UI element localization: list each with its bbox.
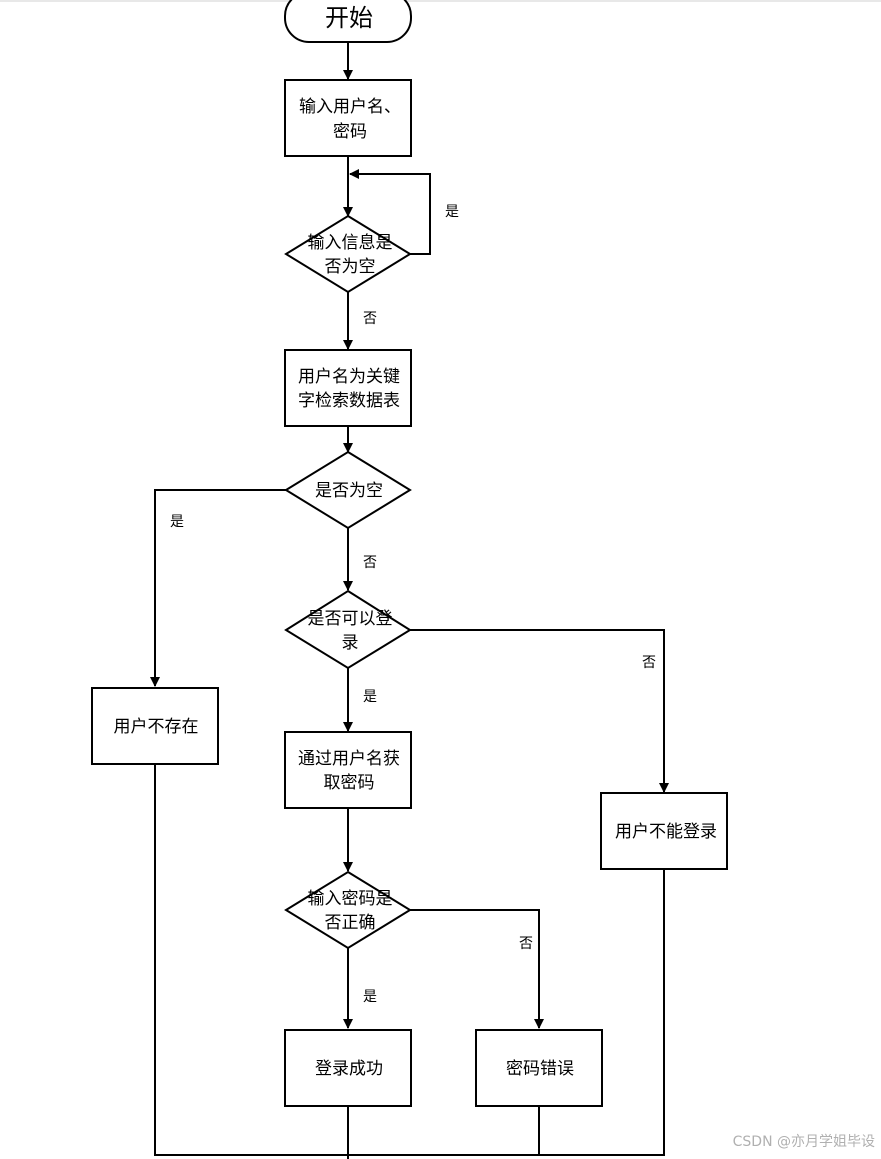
password-correct-line-2: 否正确 xyxy=(325,913,376,933)
check-empty-input-line-1: 输入信息是 xyxy=(308,233,393,253)
result-empty-label: 是否为空 xyxy=(315,481,383,501)
label-password-correct-no: 否 xyxy=(519,936,533,952)
start-terminal-shape xyxy=(284,0,412,43)
start-label: 开始 xyxy=(325,4,373,32)
get-password-box xyxy=(284,731,412,809)
cannot-login-box xyxy=(600,792,728,870)
can-login-line-2: 录 xyxy=(342,633,359,653)
node-can-login: 是否可以登 录 xyxy=(284,589,412,670)
password-correct-diamond xyxy=(284,870,412,950)
node-start: 开始 xyxy=(284,0,412,43)
csdn-watermark: CSDN @亦月学姐毕设 xyxy=(732,1134,875,1150)
cannot-login-label: 用户不能登录 xyxy=(615,822,717,842)
get-password-line-2: 取密码 xyxy=(324,773,375,793)
password-wrong-label: 密码错误 xyxy=(506,1059,574,1079)
search-table-box xyxy=(284,349,412,427)
user-not-exist-box xyxy=(91,687,219,765)
login-success-box xyxy=(284,1029,412,1107)
edge-can-login-no-to-cannot xyxy=(410,629,669,793)
edge-check-yes-loop xyxy=(349,169,431,255)
login-success-label: 登录成功 xyxy=(315,1059,383,1079)
edge-labels: 是 否 是 否 否 是 否 是 xyxy=(170,204,656,1005)
edge-result-yes-to-not-exist xyxy=(150,489,286,687)
edge-password-no-to-wrong xyxy=(410,909,544,1029)
can-login-line-1: 是否可以登 xyxy=(308,609,393,629)
node-search-table: 用户名为关键 字检索数据表 xyxy=(284,349,412,427)
node-check-empty-input: 输入信息是 否为空 xyxy=(284,214,412,294)
node-login-success: 登录成功 xyxy=(284,1029,412,1107)
edge-bottom-merge xyxy=(154,764,665,1156)
user-not-exist-label: 用户不存在 xyxy=(114,717,199,737)
label-input-empty-no: 否 xyxy=(363,311,377,327)
password-correct-line-1: 输入密码是 xyxy=(308,889,393,909)
label-result-empty-yes: 是 xyxy=(170,514,184,530)
password-wrong-box xyxy=(475,1029,603,1107)
input-credentials-line-2: 密码 xyxy=(333,122,367,142)
can-login-diamond xyxy=(284,589,412,670)
label-can-login-no: 否 xyxy=(642,655,656,671)
check-empty-input-line-2: 否为空 xyxy=(325,257,376,277)
result-empty-diamond xyxy=(284,450,412,530)
node-input-credentials: 输入用户名、 密码 xyxy=(284,79,412,157)
get-password-line-1: 通过用户名获 xyxy=(298,749,400,769)
label-can-login-yes: 是 xyxy=(363,689,377,705)
node-get-password: 通过用户名获 取密码 xyxy=(284,731,412,809)
node-password-wrong: 密码错误 xyxy=(475,1029,603,1107)
label-password-correct-yes: 是 xyxy=(363,989,377,1005)
edges xyxy=(150,42,669,1159)
label-result-empty-no: 否 xyxy=(363,555,377,571)
node-password-correct: 输入密码是 否正确 xyxy=(284,870,412,950)
node-result-empty: 是否为空 xyxy=(284,450,412,530)
input-credentials-box xyxy=(284,79,412,157)
check-empty-input-diamond xyxy=(284,214,412,294)
search-table-line-1: 用户名为关键 xyxy=(298,367,400,387)
input-credentials-line-1: 输入用户名、 xyxy=(299,97,401,117)
node-user-not-exist: 用户不存在 xyxy=(91,687,219,765)
node-cannot-login: 用户不能登录 xyxy=(600,792,728,870)
search-table-line-2: 字检索数据表 xyxy=(298,391,400,411)
label-input-empty-yes: 是 xyxy=(445,204,459,220)
